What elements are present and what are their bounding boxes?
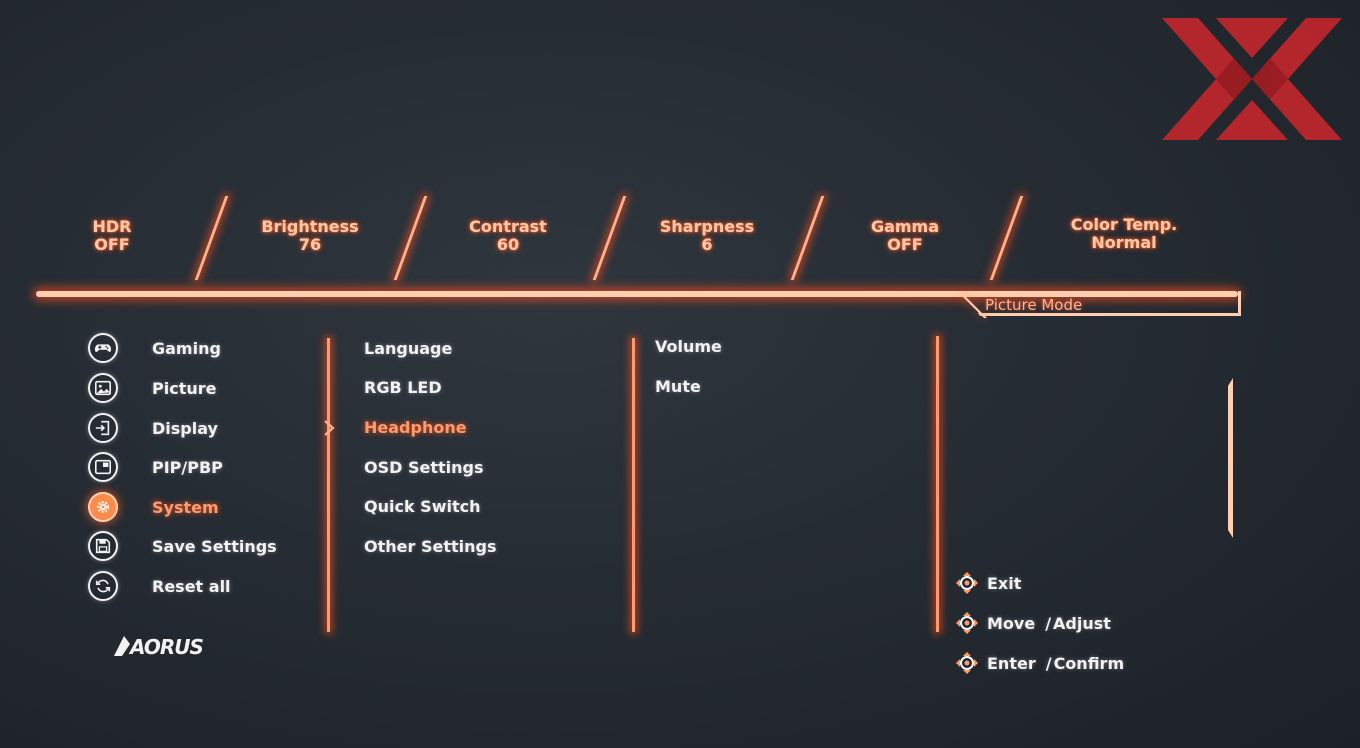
quick-gamma-value: OFF xyxy=(887,235,923,254)
picture-icon xyxy=(88,373,118,403)
menu-item-label: System xyxy=(152,497,219,517)
quick-gamma-label: Gamma xyxy=(870,217,940,236)
quick-color-temp-label: Color Temp. xyxy=(1070,215,1178,234)
submenu-item-other-settings[interactable]: Other Settings xyxy=(364,537,497,556)
gamepad-icon xyxy=(88,333,118,363)
menu-item-save-settings[interactable]: Save Settings xyxy=(88,528,277,564)
floppy-icon xyxy=(88,531,118,561)
quick-brightness-label: Brightness xyxy=(261,217,359,236)
quick-contrast-value: 60 xyxy=(496,235,520,254)
quick-hdr-label: HDR xyxy=(92,217,132,236)
divider-slash xyxy=(592,196,627,280)
quick-color-temp-value: Normal xyxy=(1091,233,1157,252)
menu-item-label: Picture xyxy=(152,378,217,398)
header-divider-bar xyxy=(36,291,1238,297)
menu-item-label: PIP/PBP xyxy=(152,457,223,477)
hint-move-label: Move xyxy=(987,613,1036,633)
hint-separator: / xyxy=(1045,613,1052,633)
column-divider xyxy=(936,336,939,632)
menu-item-display[interactable]: Display xyxy=(88,410,218,446)
display-input-icon xyxy=(88,413,118,443)
submenu-item-language[interactable]: Language xyxy=(364,339,453,358)
menu-item-label: Gaming xyxy=(152,338,221,358)
hint-separator: / xyxy=(1045,653,1052,673)
divider-slash xyxy=(194,196,229,280)
joystick-icon xyxy=(956,572,978,594)
quick-hdr[interactable]: HDR OFF xyxy=(47,218,177,254)
quick-sharpness-value: 6 xyxy=(701,235,713,254)
quick-brightness[interactable]: Brightness 76 xyxy=(245,218,375,254)
aorus-logo: AORUS xyxy=(114,635,205,659)
quick-gamma[interactable]: Gamma OFF xyxy=(840,218,970,254)
pip-icon xyxy=(88,452,118,482)
quick-sharpness[interactable]: Sharpness 6 xyxy=(642,218,772,254)
menu-item-gaming[interactable]: Gaming xyxy=(88,330,221,366)
joystick-icon xyxy=(956,612,978,634)
quick-brightness-value: 76 xyxy=(298,235,322,254)
quick-sharpness-label: Sharpness xyxy=(659,217,755,236)
hint-move-adjust: Move / Adjust xyxy=(955,611,1111,635)
submenu-item-headphone[interactable]: Headphone xyxy=(364,418,467,437)
submenu-item-volume[interactable]: Volume xyxy=(655,337,722,356)
column-divider xyxy=(327,338,330,632)
submenu-item-quick-switch[interactable]: Quick Switch xyxy=(364,497,481,516)
menu-item-reset-all[interactable]: Reset all xyxy=(88,568,231,604)
hint-exit-label: Exit xyxy=(987,573,1022,593)
quick-hdr-value: OFF xyxy=(94,235,130,254)
scroll-indicator[interactable] xyxy=(1228,378,1233,538)
reset-icon xyxy=(88,571,118,601)
watermark-logo xyxy=(1162,18,1342,140)
menu-item-pip-pbp[interactable]: PIP/PBP xyxy=(88,449,223,485)
menu-item-label: Save Settings xyxy=(152,536,277,556)
gear-icon xyxy=(88,492,118,522)
divider-slash xyxy=(790,196,825,280)
quick-contrast[interactable]: Contrast 60 xyxy=(443,218,573,254)
column-divider xyxy=(632,338,635,632)
hint-exit: Exit xyxy=(955,571,1021,595)
picture-mode-label: Picture Mode xyxy=(985,296,1083,314)
svg-text:AORUS: AORUS xyxy=(128,635,204,659)
hint-adjust-label: Adjust xyxy=(1053,613,1111,633)
submenu-item-rgb-led[interactable]: RGB LED xyxy=(364,378,442,397)
hint-enter-confirm: Enter / Confirm xyxy=(955,651,1124,675)
divider-slash xyxy=(393,196,428,280)
submenu-item-mute[interactable]: Mute xyxy=(655,377,701,396)
divider-slash xyxy=(989,196,1024,280)
quick-color-temp[interactable]: Color Temp. Normal xyxy=(1059,216,1189,252)
joystick-icon xyxy=(956,652,978,674)
hint-enter-label: Enter xyxy=(987,653,1036,673)
menu-item-label: Reset all xyxy=(152,576,231,596)
submenu-item-osd-settings[interactable]: OSD Settings xyxy=(364,458,484,477)
menu-item-label: Display xyxy=(152,418,218,438)
chevron-right-icon xyxy=(324,420,335,436)
picture-mode-tab[interactable] xyxy=(962,291,1241,316)
menu-item-system[interactable]: System xyxy=(88,489,219,525)
hint-confirm-label: Confirm xyxy=(1053,653,1125,673)
menu-item-picture[interactable]: Picture xyxy=(88,370,216,406)
quick-contrast-label: Contrast xyxy=(469,217,547,236)
